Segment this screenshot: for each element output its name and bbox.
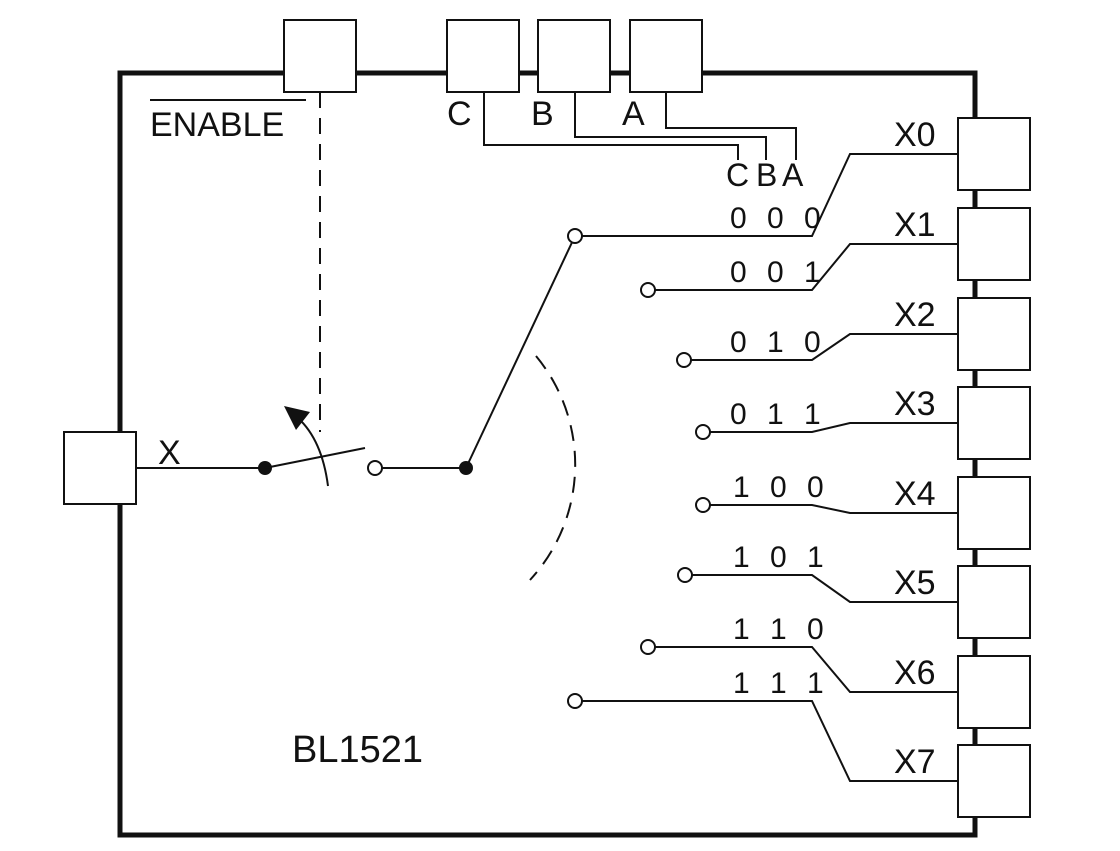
inner-select-a: A [782, 157, 804, 193]
output-contact-x4 [695, 497, 711, 513]
output-label-x6: X6 [894, 654, 936, 692]
output-wire-x6 [655, 646, 958, 693]
input-label: X [158, 434, 181, 472]
select-wire-b [574, 92, 767, 160]
output-wire-x7 [582, 700, 958, 782]
output-contact-x2 [676, 352, 692, 368]
output-wire-x5 [692, 574, 958, 603]
chip-body [117, 70, 978, 838]
inner-select-c: C [726, 157, 749, 193]
select-pin-a [629, 19, 703, 93]
output-code-x7: 1 1 1 [733, 667, 830, 700]
select-wire-a [665, 92, 797, 160]
output-contact-x0 [567, 228, 583, 244]
enable-pin [283, 19, 357, 93]
output-contact-x5 [677, 567, 693, 583]
output-label-x3: X3 [894, 385, 936, 423]
output-contact-x3 [695, 424, 711, 440]
output-pin-x0 [957, 117, 1031, 191]
output-pin-x4 [957, 476, 1031, 550]
output-label-x0: X0 [894, 116, 936, 154]
output-wire-x0 [582, 153, 958, 237]
output-code-x0: 0 0 0 [730, 202, 827, 235]
output-pin-x3 [957, 386, 1031, 460]
output-contact-x7 [567, 693, 583, 709]
output-label-x5: X5 [894, 564, 936, 602]
selector-sweep-arc [529, 355, 577, 581]
output-pin-x5 [957, 565, 1031, 639]
output-pin-x2 [957, 297, 1031, 371]
selector-arm [465, 235, 576, 469]
output-pin-x1 [957, 207, 1031, 281]
select-label-b: B [531, 95, 554, 133]
output-wire-x2 [691, 333, 958, 361]
output-contact-x1 [640, 282, 656, 298]
output-label-x2: X2 [894, 296, 936, 334]
switch-action-arrowhead [284, 406, 310, 430]
select-wire-c [483, 92, 739, 160]
output-wire-x1 [655, 243, 958, 291]
output-label-x4: X4 [894, 475, 936, 513]
output-code-x3: 0 1 1 [730, 398, 827, 431]
inner-select-b: B [756, 157, 777, 193]
input-pin [63, 431, 137, 505]
output-code-x4: 1 0 0 [733, 471, 830, 504]
output-pin-x7 [957, 744, 1031, 818]
switch-contact [367, 460, 383, 476]
chip-name: BL1521 [292, 729, 423, 771]
output-channels: X0 0 0 0 X1 0 0 1 X2 0 1 0 X3 0 1 1 X4 1 0 0 X5 1 0… [567, 116, 1031, 818]
switch-blade [264, 447, 366, 469]
output-label-x7: X7 [894, 743, 936, 781]
select-pin-b [537, 19, 611, 93]
output-code-x2: 0 1 0 [730, 326, 827, 359]
enable-label: ENABLE [150, 106, 284, 144]
select-pin-c [446, 19, 520, 93]
output-pin-x6 [957, 655, 1031, 729]
output-wire-x3 [710, 422, 958, 433]
switch-action-arc [297, 417, 329, 487]
output-code-x1: 0 0 1 [730, 256, 827, 289]
select-label-a: A [622, 95, 645, 133]
output-contact-x6 [640, 639, 656, 655]
output-wire-x4 [710, 504, 958, 514]
select-label-c: C [447, 95, 472, 133]
output-code-x5: 1 0 1 [733, 541, 830, 574]
output-code-x6: 1 1 0 [733, 613, 830, 646]
output-label-x1: X1 [894, 206, 936, 244]
